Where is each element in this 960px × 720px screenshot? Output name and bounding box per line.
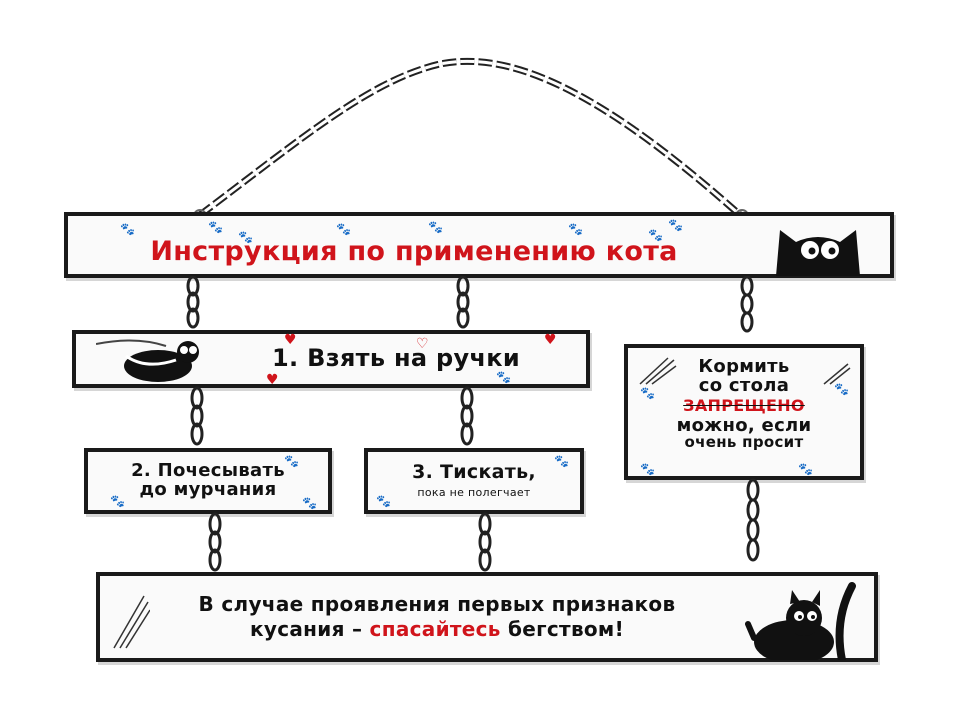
feed-line5: очень просит — [684, 433, 804, 452]
heart-icon: ♥ — [284, 332, 297, 348]
paw-icon: 🐾 — [554, 454, 569, 468]
bottom-line2: кусания – спасайтесь бегством! — [250, 619, 624, 640]
paw-icon: 🐾 — [336, 222, 351, 236]
plate-2-line2: до мурчания — [139, 479, 277, 500]
chain-link — [208, 512, 222, 572]
scratch-marks-icon — [823, 363, 851, 385]
paw-icon: 🐾 — [496, 370, 511, 384]
feed-line1: Кормить — [698, 356, 790, 377]
plate-scratch: 🐾 🐾 🐾 2. Почесывать до мурчания — [84, 448, 332, 514]
chain-link — [456, 276, 470, 329]
waving-cat-icon — [745, 582, 856, 660]
paw-icon: 🐾 — [640, 462, 655, 476]
heart-icon: ♥ — [266, 372, 279, 388]
plate-3-line1: 3. Тискать, — [412, 461, 536, 484]
scratch-marks-icon — [639, 357, 677, 385]
paw-icon: 🐾 — [238, 230, 253, 244]
paw-icon: 🐾 — [640, 386, 655, 400]
feed-line2: со стола — [698, 374, 790, 396]
heart-icon: ♡ — [416, 336, 429, 352]
plate-3-line2: пока не полегчает — [417, 486, 531, 500]
title-text: Инструкция по применению кота — [150, 235, 678, 267]
plate-2-line1: 2. Почесывать — [131, 460, 285, 482]
bottom-line2-start: кусания – — [249, 617, 370, 641]
chain-link — [478, 512, 492, 572]
paw-icon: 🐾 — [834, 382, 849, 396]
cat-peeking-icon — [776, 230, 860, 276]
chain-link — [740, 276, 754, 333]
plate-biting-warning: В случае проявления первых признаков кус… — [96, 572, 878, 662]
paw-icon: 🐾 — [798, 462, 813, 476]
paw-icon: 🐾 — [648, 228, 663, 242]
bottom-line2-end: бегством! — [500, 617, 625, 641]
paw-icon: 🐾 — [302, 496, 317, 510]
plate-pick-up: ♥ ♥ ♡ ♥ 🐾 1. Взять на ручки — [72, 330, 590, 388]
paw-icon: 🐾 — [668, 218, 683, 232]
chain-link — [190, 386, 204, 446]
paw-icon: 🐾 — [568, 222, 583, 236]
paw-icon: 🐾 — [110, 494, 125, 508]
scratch-marks-icon — [113, 595, 150, 649]
plate-1-text: 1. Взять на ручки — [272, 344, 520, 373]
paw-icon: 🐾 — [208, 220, 223, 234]
feed-line3-struck: запрещено — [683, 395, 805, 415]
top-chain — [193, 57, 749, 223]
chain-link — [746, 478, 760, 562]
plate-squeeze: 🐾 🐾 3. Тискать, пока не полегчает — [364, 448, 584, 514]
hugged-cat-icon — [96, 339, 199, 382]
paw-icon: 🐾 — [284, 454, 299, 468]
bottom-line1: В случае проявления первых признаков — [198, 592, 676, 616]
paw-icon: 🐾 — [376, 494, 391, 508]
paw-icon: 🐾 — [120, 222, 135, 236]
paw-icon: 🐾 — [428, 220, 443, 234]
title-plate: 🐾 🐾 🐾 🐾 🐾 🐾 🐾 🐾 Инструкция по применению… — [64, 212, 894, 278]
bottom-line2-red: спасайтесь — [369, 617, 501, 641]
feed-line4: можно, если — [676, 414, 812, 436]
plate-feeding: 🐾 🐾 🐾 🐾 Кормить со стола запрещено можно… — [624, 344, 864, 480]
chain-link — [186, 276, 200, 329]
heart-icon: ♥ — [544, 332, 557, 348]
chain-link — [460, 386, 474, 446]
